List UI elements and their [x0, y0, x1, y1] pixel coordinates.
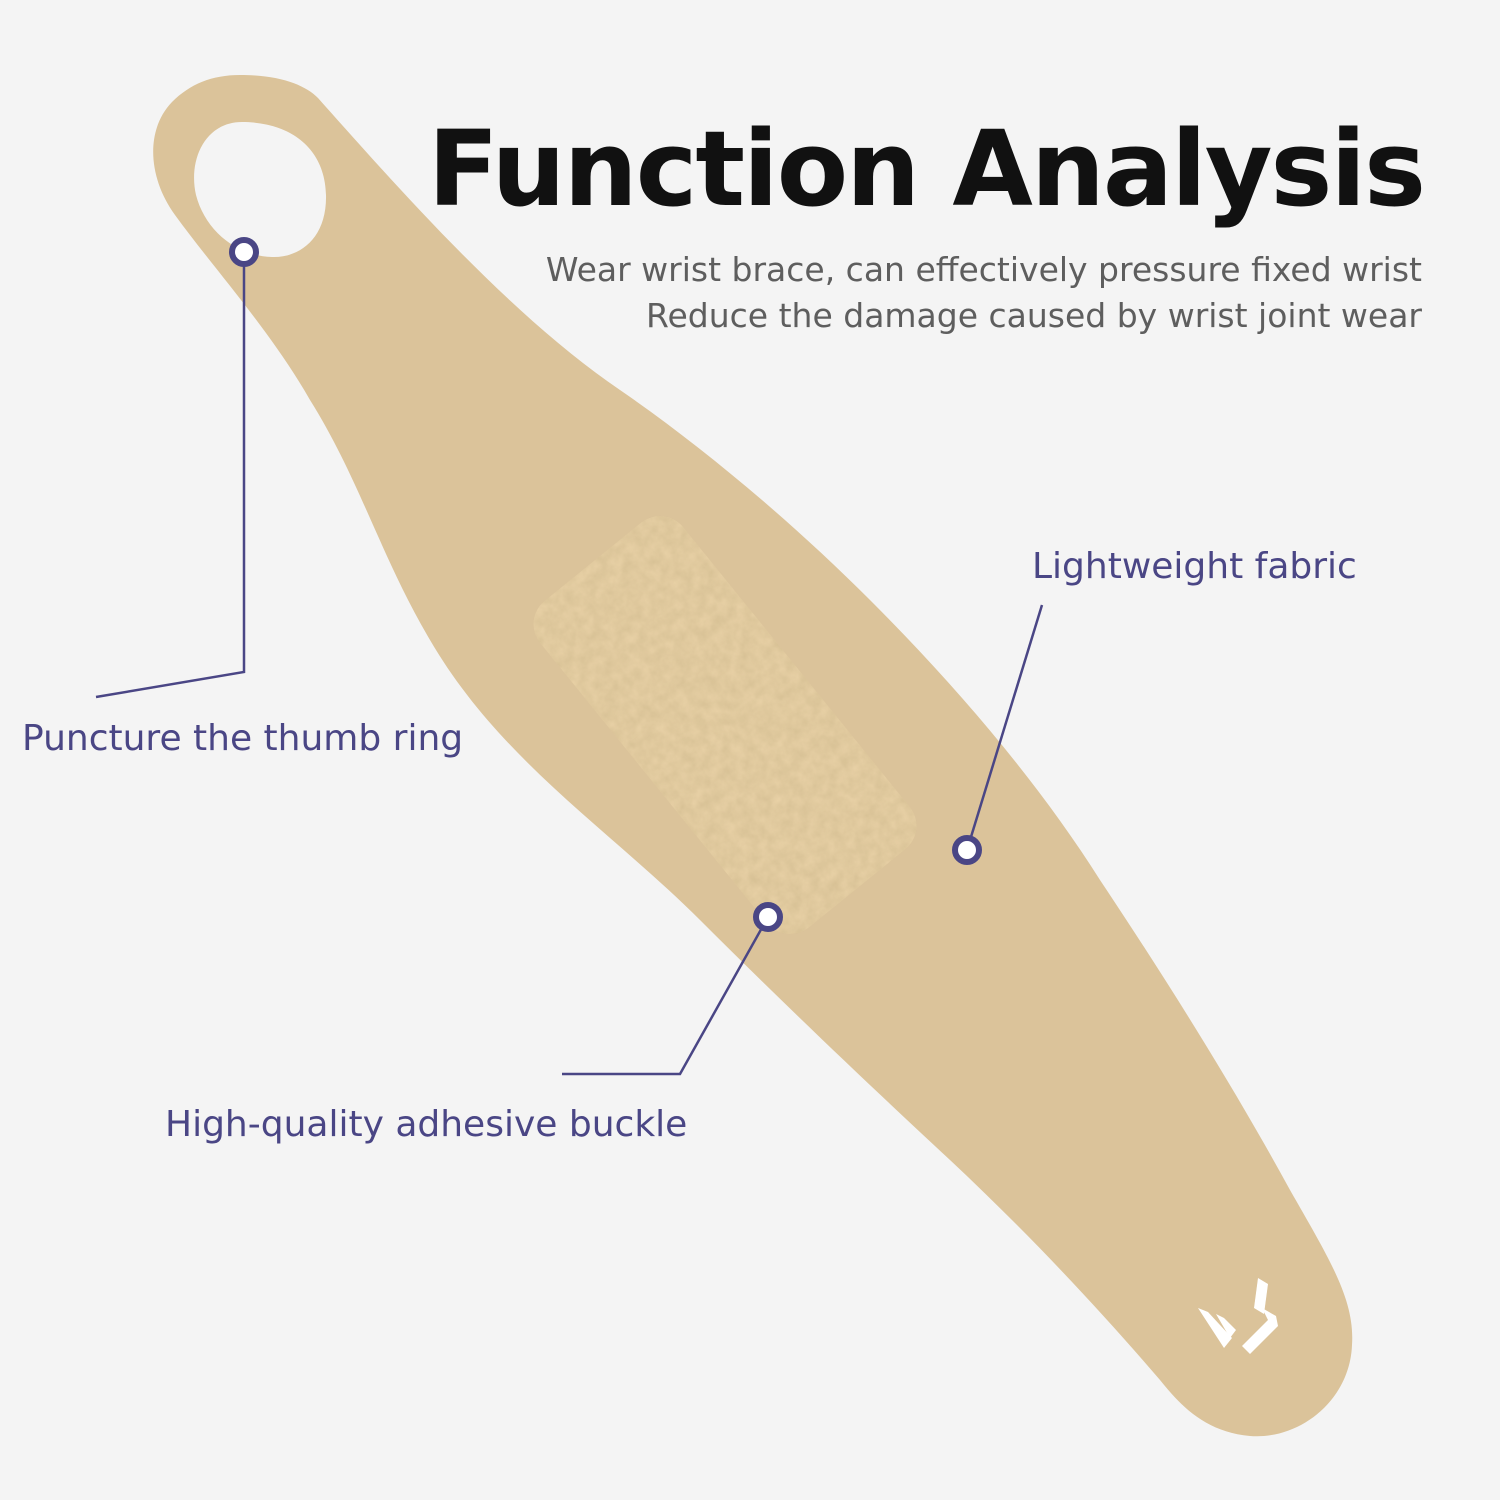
chevron-logo-icon — [1198, 1278, 1278, 1354]
page-title: Function Analysis — [427, 108, 1426, 230]
marker-dot-thumb — [229, 237, 259, 267]
adhesive-buckle-pad — [533, 516, 917, 934]
callout-lightweight-fabric: Lightweight fabric — [1032, 546, 1357, 587]
marker-dot-buckle — [753, 902, 783, 932]
subtitle-line-1: Wear wrist brace, can effectively pressu… — [545, 250, 1422, 289]
leader-line-buckle — [562, 916, 770, 1076]
subtitle-line-2: Reduce the damage caused by wrist joint … — [646, 296, 1422, 335]
leader-line-thumb — [95, 252, 246, 699]
callout-thumb-ring: Puncture the thumb ring — [22, 718, 464, 759]
leader-line-fabric — [965, 604, 1044, 851]
callout-adhesive-buckle: High-quality adhesive buckle — [165, 1104, 688, 1145]
marker-dot-fabric — [952, 835, 982, 865]
